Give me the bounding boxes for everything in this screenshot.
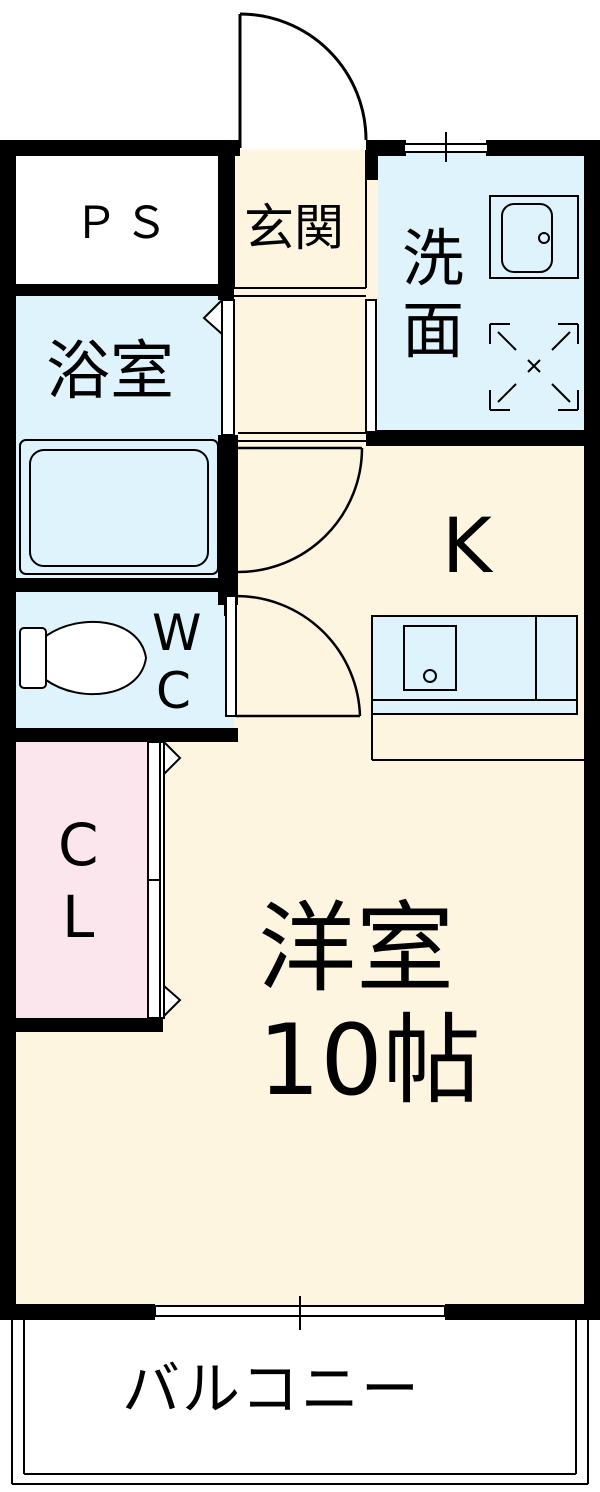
interior-walls [8, 150, 592, 1032]
kitchen-label: K [442, 501, 492, 590]
western-room-label: 洋室 [258, 892, 455, 1006]
kitchen-counter [371, 615, 578, 715]
bath-sliding-door [202, 297, 235, 436]
hall-door [237, 446, 364, 574]
washroom-sliding-door [365, 299, 377, 433]
toilet-icon [19, 620, 148, 696]
washing-machine-icon [489, 323, 579, 411]
ps-area [8, 150, 226, 290]
wc-label-1: W [152, 604, 202, 662]
bath-label: 浴室 [46, 335, 174, 409]
washroom-label-2: 面 [402, 294, 465, 367]
closet-area [8, 738, 158, 1023]
closet-label-1: C [58, 811, 99, 879]
entrance-floor [228, 150, 378, 450]
entrance-threshold [233, 150, 367, 442]
western-room-size: 10帖 [258, 1004, 481, 1118]
balcony-railing [11, 1320, 589, 1485]
washroom-window [403, 132, 489, 162]
ps-label: ＰＳ [74, 198, 174, 249]
bathtub-icon [19, 439, 219, 575]
wc-label-2: C [156, 662, 191, 720]
balcony-window [154, 1296, 446, 1330]
wash-basin-icon [489, 195, 579, 279]
balcony-label: バルコニー [122, 1355, 421, 1423]
kitchen-sink-icon [371, 616, 584, 761]
closet-label-2: L [62, 883, 95, 951]
entrance-door [238, 12, 368, 148]
wc-door-frame [225, 595, 237, 717]
entrance-label: 玄関 [244, 199, 344, 257]
washroom-label-1: 洗 [402, 222, 465, 295]
wc-door [235, 594, 362, 718]
closet-doors [147, 739, 182, 1019]
